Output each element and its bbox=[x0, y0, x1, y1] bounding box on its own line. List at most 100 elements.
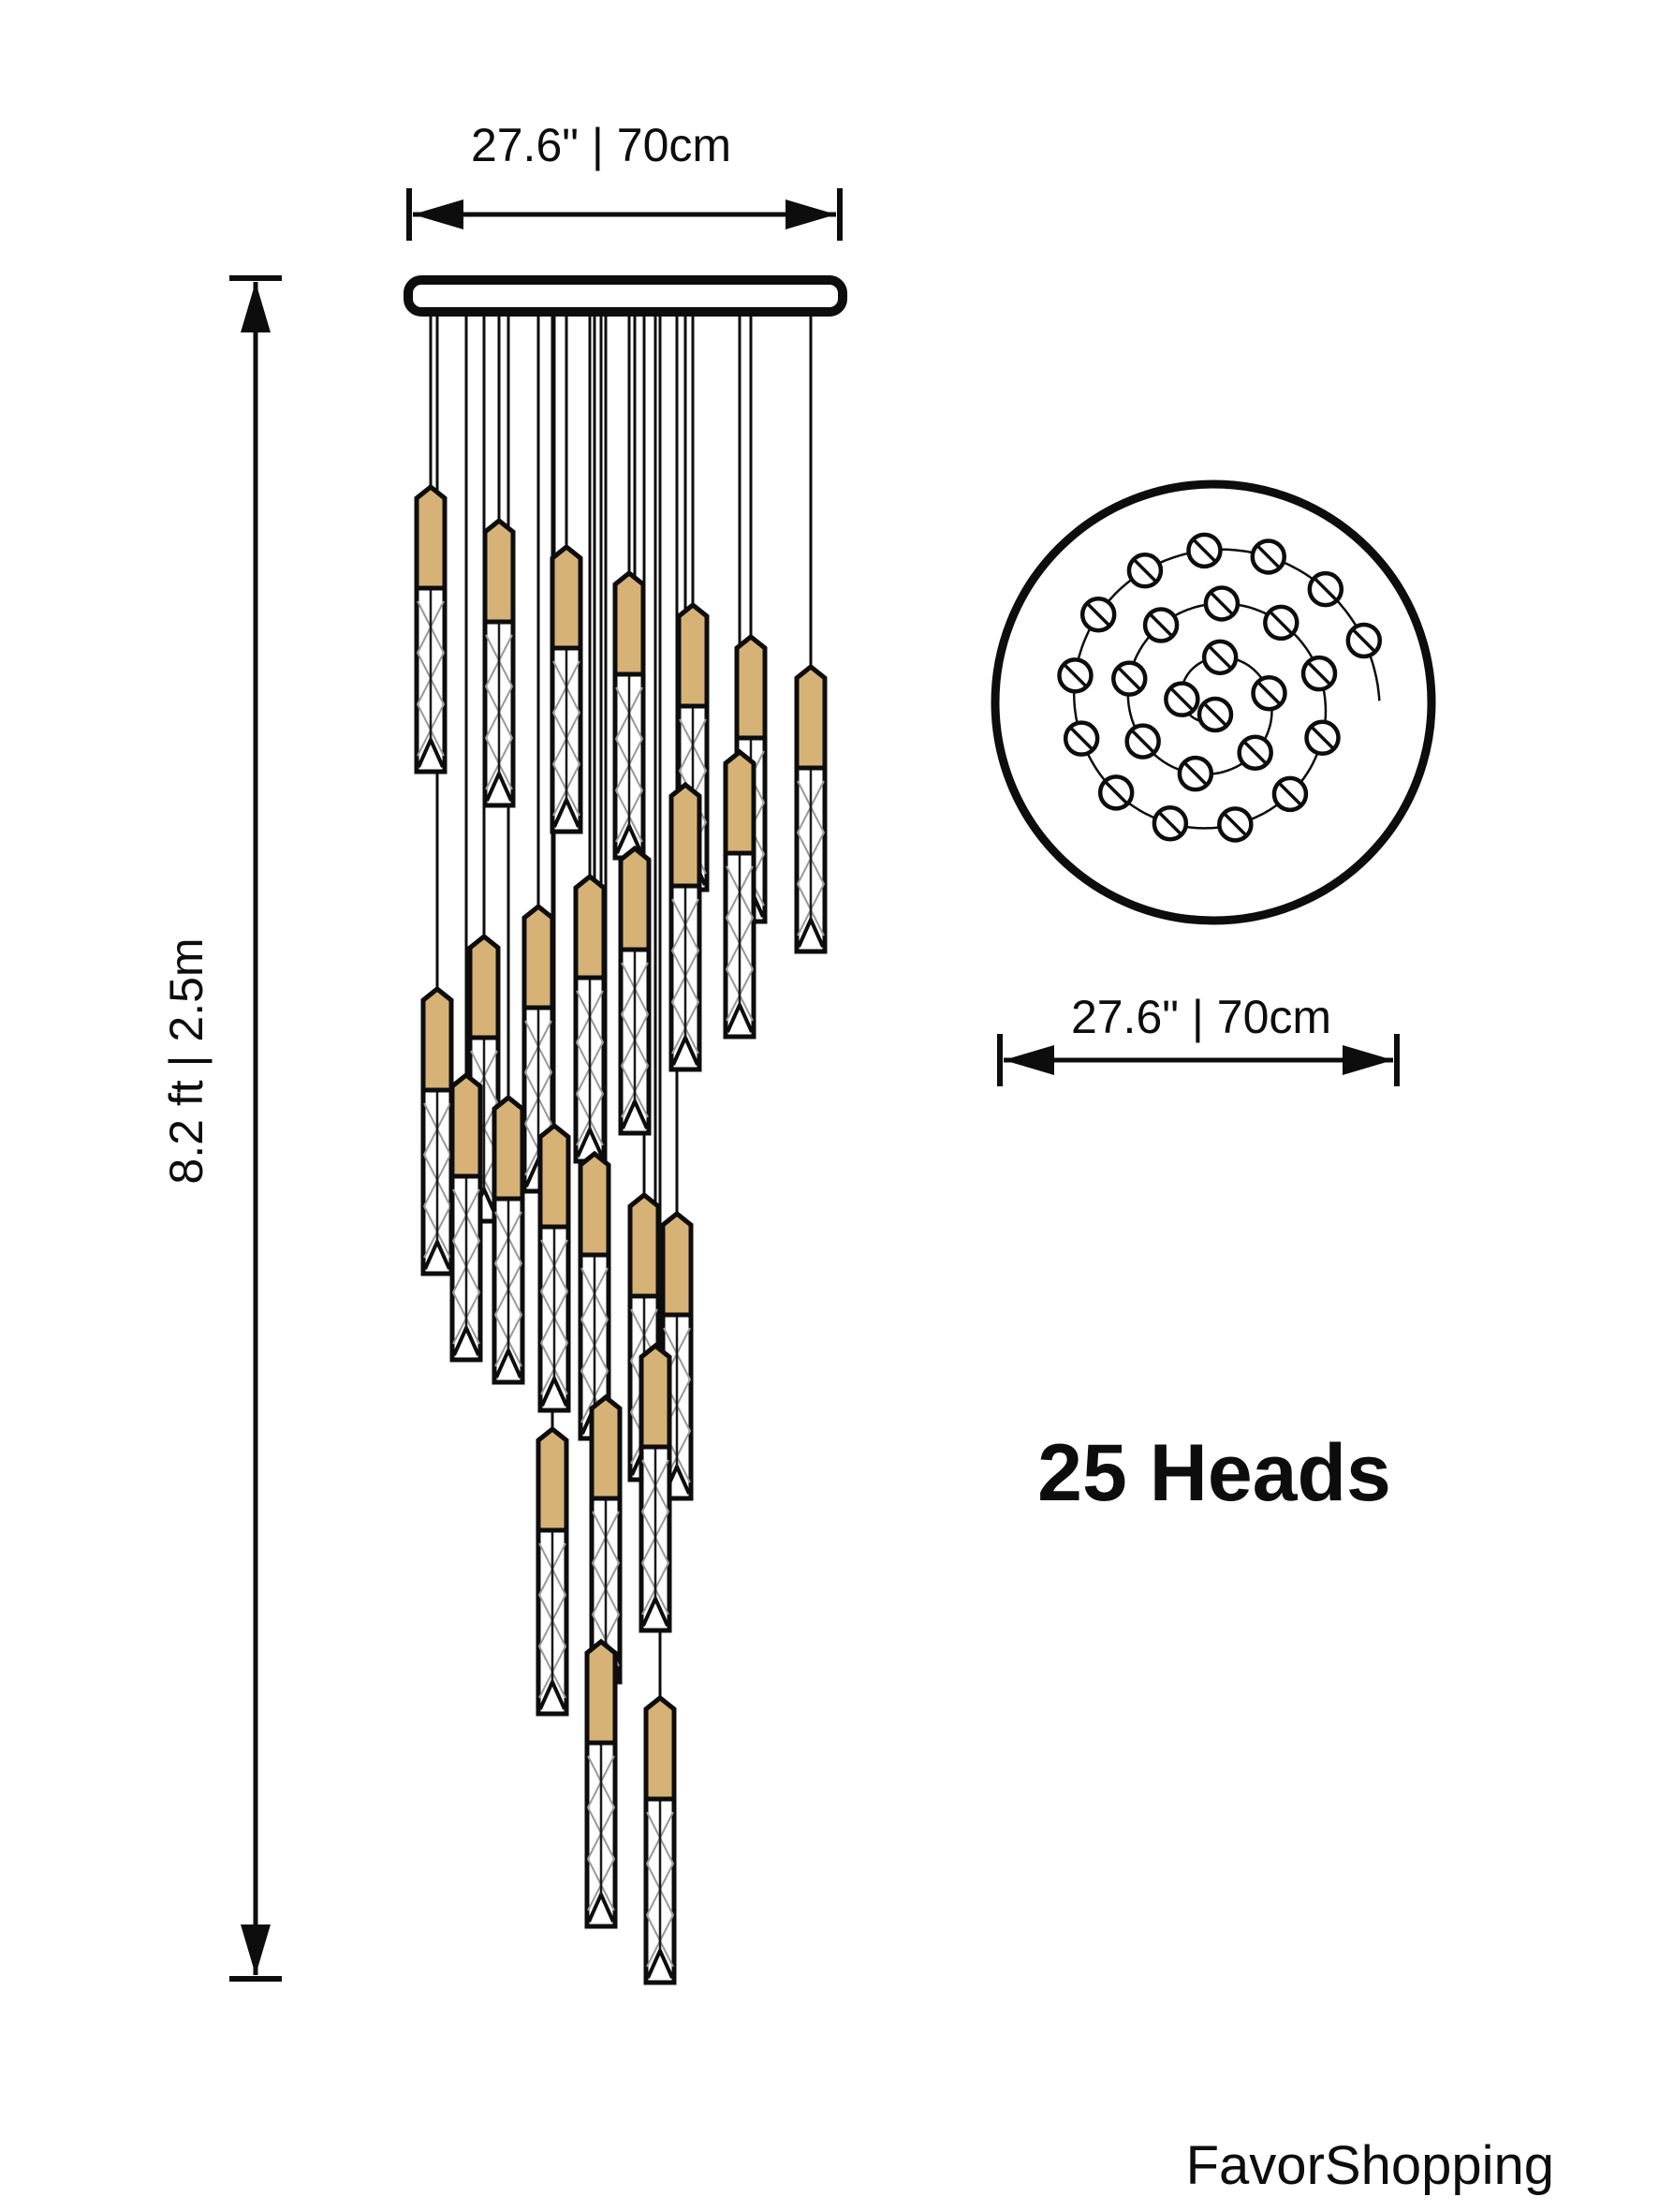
gold-cap bbox=[537, 1122, 571, 1230]
gold-cap bbox=[723, 748, 756, 856]
mount-point bbox=[1304, 719, 1341, 757]
arrowhead-left bbox=[1004, 1045, 1054, 1075]
gold-cap bbox=[639, 1342, 672, 1450]
mount-point bbox=[1097, 774, 1135, 811]
front-width-dimension: 27.6" | 70cm bbox=[406, 119, 843, 241]
mount-point-slash bbox=[1183, 761, 1208, 786]
gold-cap bbox=[676, 601, 710, 709]
front-height-label: 8.2 ft | 2.5m bbox=[160, 937, 213, 1184]
gold-cap bbox=[660, 1210, 694, 1318]
mount-point bbox=[1197, 696, 1234, 733]
mount-point-slash bbox=[1224, 813, 1247, 836]
mount-point-slash bbox=[1086, 603, 1110, 627]
mount-point-slash bbox=[1203, 702, 1227, 727]
mount-point bbox=[1152, 804, 1189, 842]
gold-cap bbox=[627, 1191, 661, 1299]
mount-point bbox=[1251, 674, 1287, 712]
mount-point-slash bbox=[1069, 727, 1094, 750]
mount-point-slash bbox=[1149, 613, 1173, 637]
gold-cap bbox=[449, 1071, 483, 1179]
gold-cap bbox=[420, 985, 454, 1093]
mount-point bbox=[1307, 570, 1344, 608]
pendant bbox=[420, 985, 454, 1276]
mount-point bbox=[1057, 657, 1094, 694]
mount-point bbox=[1063, 720, 1100, 757]
pendant bbox=[482, 517, 516, 808]
arrowhead-right bbox=[1343, 1045, 1393, 1075]
gold-cap bbox=[482, 517, 516, 625]
pendant bbox=[414, 483, 448, 774]
mount-point bbox=[1124, 723, 1161, 759]
brand-label: FavorShopping bbox=[1186, 2135, 1554, 2196]
pendant bbox=[492, 1094, 525, 1385]
pendant bbox=[573, 873, 607, 1164]
pendants-group bbox=[414, 483, 828, 1985]
mount-point-slash bbox=[1352, 628, 1376, 653]
gold-cap bbox=[584, 1638, 618, 1746]
mount-point bbox=[1263, 604, 1299, 641]
mount-point bbox=[1250, 538, 1287, 575]
mount-point-slash bbox=[1256, 545, 1281, 568]
mount-point-slash bbox=[1278, 782, 1302, 806]
mount-point-slash bbox=[1118, 667, 1141, 690]
mount-point bbox=[1079, 596, 1117, 633]
mount-point-slash bbox=[1170, 687, 1194, 711]
pendant bbox=[794, 663, 828, 954]
gold-cap bbox=[794, 663, 828, 771]
top-view-width-dimension: 27.6" | 70cm bbox=[997, 991, 1400, 1086]
top-view: 27.6" | 70cm bbox=[991, 479, 1436, 1086]
arrowhead-left bbox=[413, 199, 463, 229]
gold-cap bbox=[573, 873, 607, 981]
mount-point-slash bbox=[1104, 781, 1128, 804]
gold-cap bbox=[492, 1094, 525, 1202]
mount-point-slash bbox=[1131, 730, 1154, 753]
gold-cap bbox=[589, 1394, 623, 1501]
pendant bbox=[668, 781, 702, 1072]
mount-point bbox=[1201, 639, 1239, 676]
mount-point-slash bbox=[1158, 811, 1182, 835]
mount-point-slash bbox=[1193, 538, 1216, 563]
mount-point-slash bbox=[1133, 559, 1157, 582]
mount-point bbox=[1271, 775, 1309, 813]
gold-cap bbox=[668, 781, 702, 889]
mount-point bbox=[1203, 585, 1241, 622]
gold-cap bbox=[618, 845, 652, 952]
pendant bbox=[643, 1694, 677, 1985]
arrowhead-up bbox=[241, 282, 271, 332]
pendant bbox=[612, 569, 646, 861]
mount-point bbox=[1126, 553, 1164, 589]
gold-cap bbox=[536, 1425, 569, 1533]
front-width-label: 27.6" | 70cm bbox=[471, 119, 731, 171]
mount-point-slash bbox=[1243, 741, 1267, 764]
pendant bbox=[639, 1342, 672, 1633]
mount-point bbox=[1345, 622, 1383, 659]
mount-point bbox=[1177, 755, 1214, 792]
gold-cap bbox=[643, 1694, 677, 1802]
pendant bbox=[550, 543, 583, 834]
pendant bbox=[449, 1071, 483, 1363]
gold-cap bbox=[550, 543, 583, 651]
pendant bbox=[723, 748, 756, 1040]
pendant bbox=[537, 1122, 571, 1413]
mount-point-slash bbox=[1064, 664, 1087, 687]
mount-point-slash bbox=[1210, 592, 1234, 615]
top-view-width-label: 27.6" | 70cm bbox=[1071, 991, 1331, 1043]
front-height-dimension: 8.2 ft | 2.5m bbox=[160, 275, 282, 1982]
mount-point bbox=[1142, 607, 1180, 643]
pendant bbox=[536, 1425, 569, 1717]
pendant bbox=[589, 1394, 623, 1685]
mount-point-slash bbox=[1270, 611, 1293, 635]
pendant bbox=[618, 845, 652, 1136]
mount-point-slash bbox=[1307, 661, 1331, 686]
gold-cap bbox=[467, 933, 501, 1040]
mount-point-slash bbox=[1314, 577, 1338, 601]
mount-point bbox=[1237, 734, 1273, 771]
mount-point-slash bbox=[1311, 726, 1334, 750]
arrowhead-right bbox=[785, 199, 836, 229]
arrowhead-down bbox=[241, 1924, 271, 1975]
mount-point bbox=[1111, 660, 1148, 697]
front-view: 27.6" | 70cm 8.2 ft | 2.5m bbox=[160, 119, 847, 1985]
gold-cap bbox=[612, 569, 646, 677]
heads-count-label: 25 Heads bbox=[1037, 1428, 1391, 1518]
